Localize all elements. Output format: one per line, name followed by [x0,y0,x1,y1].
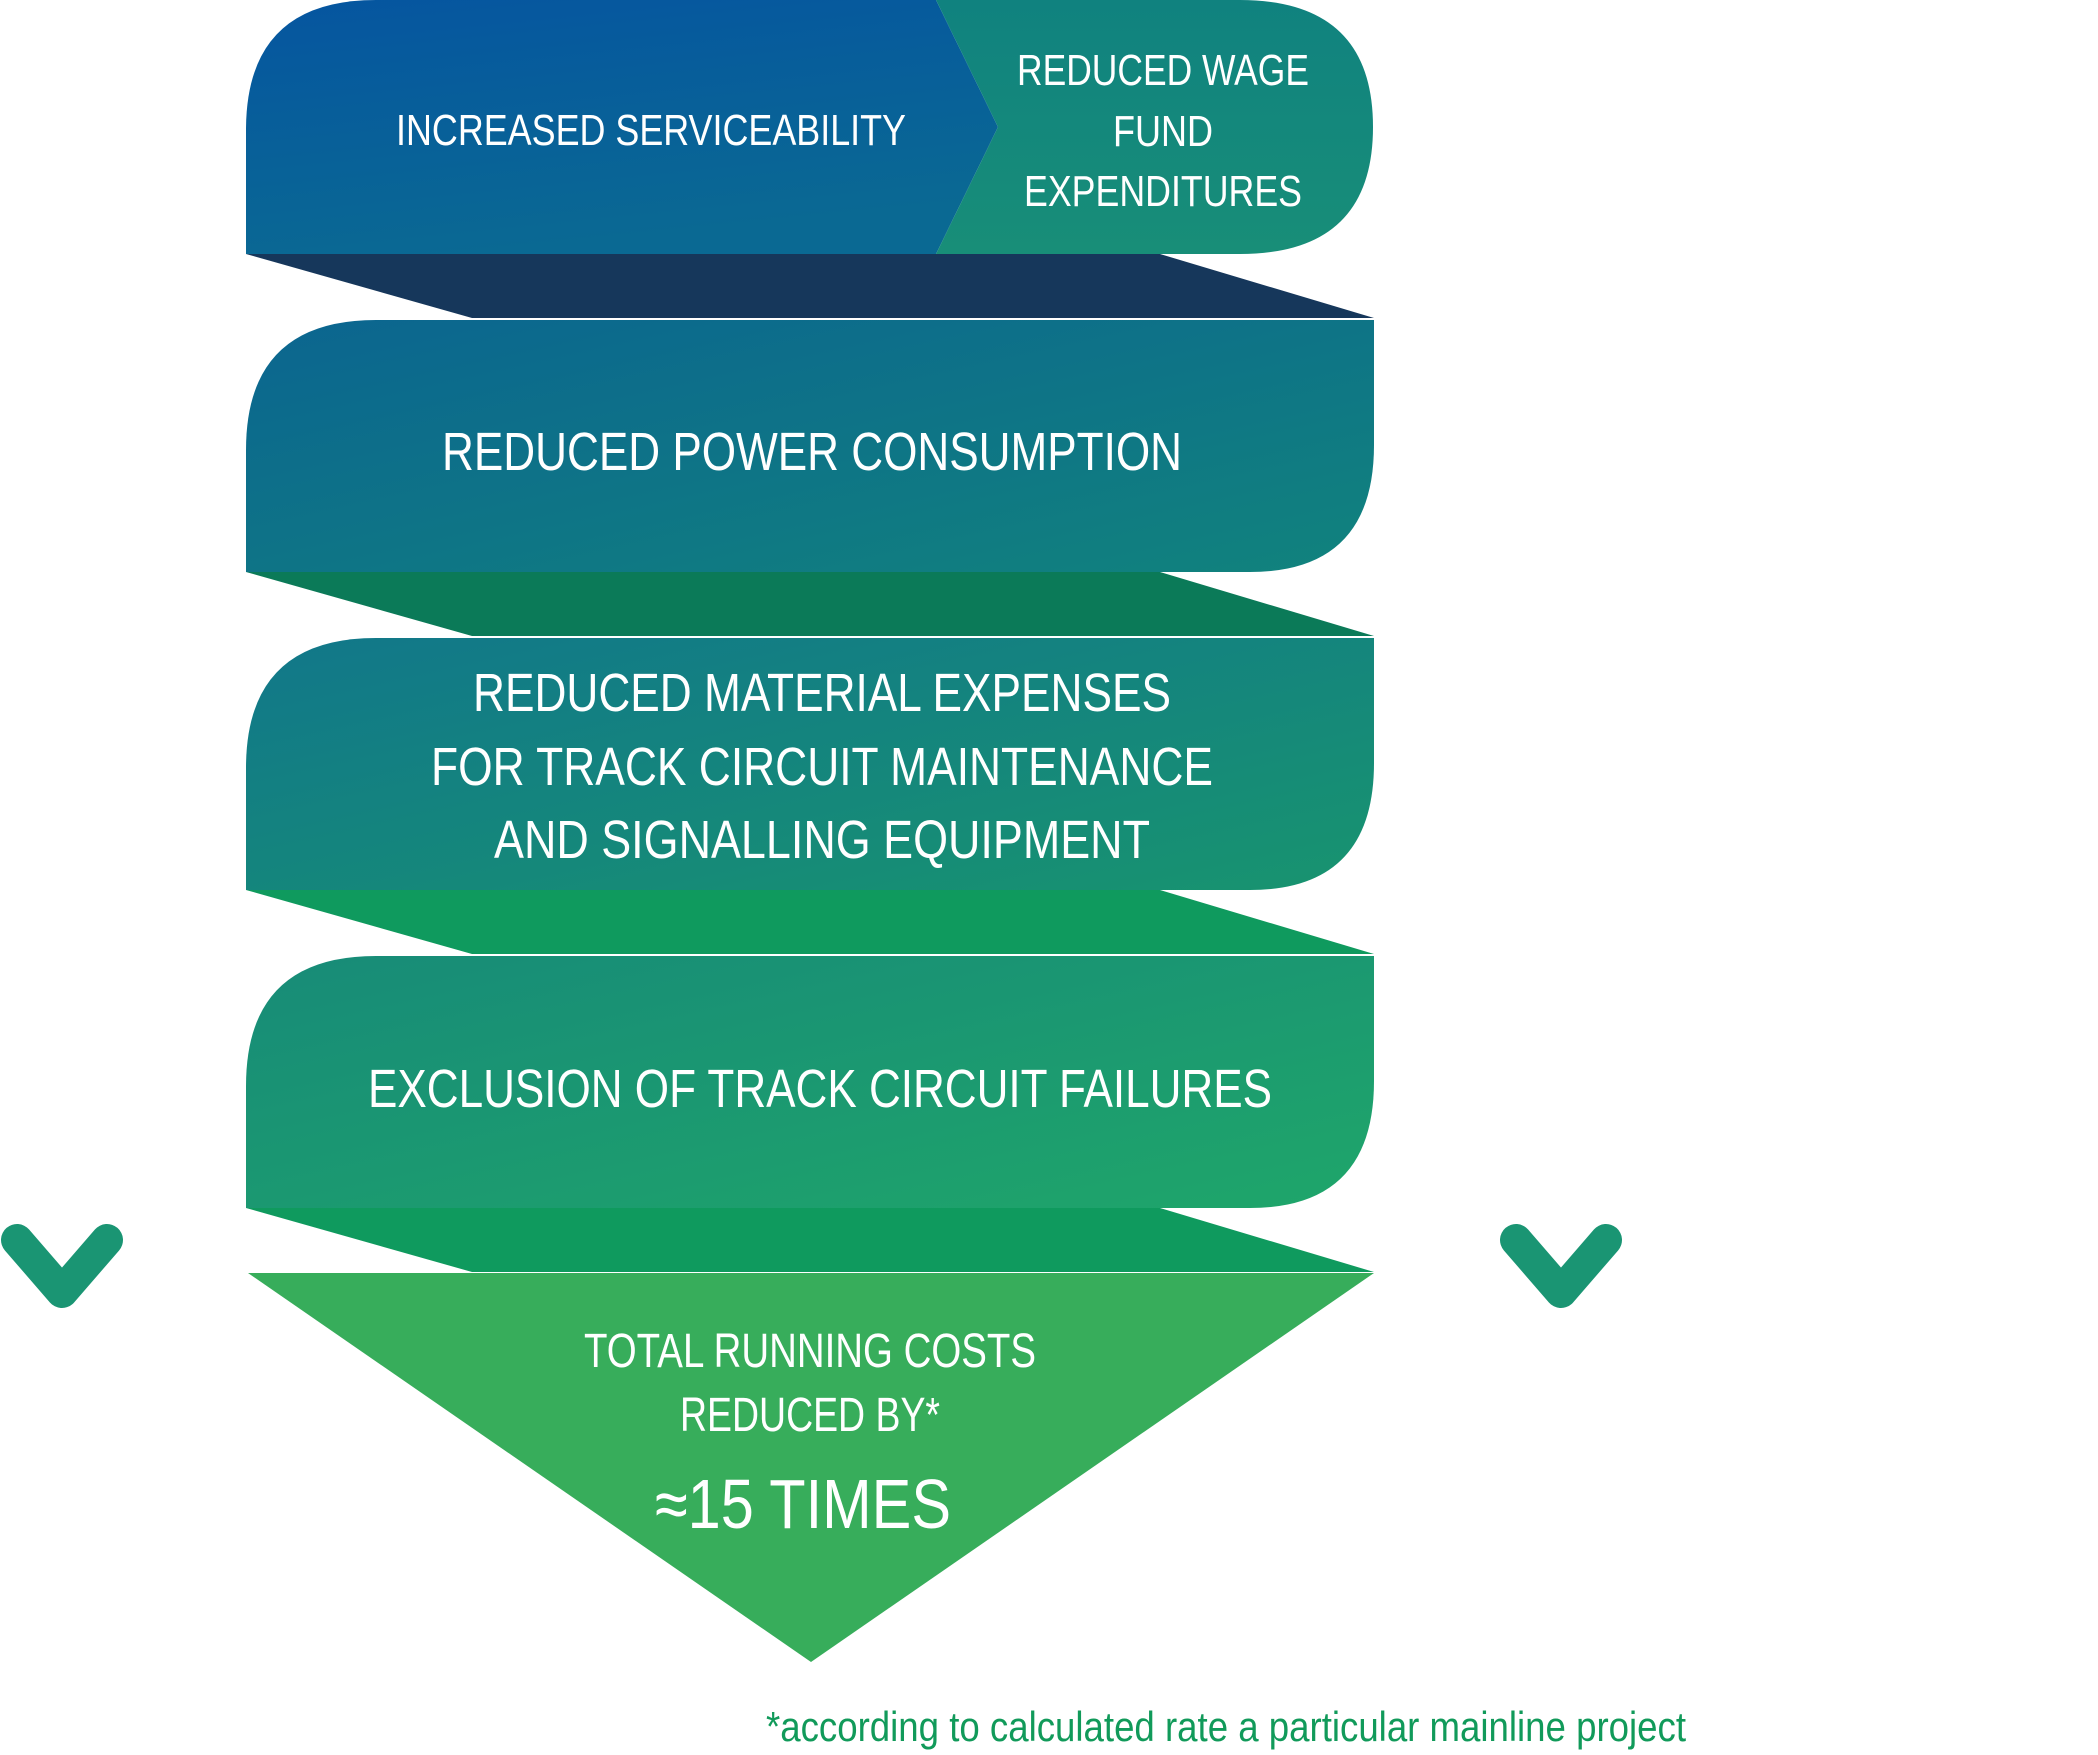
step-1-label: REDUCED POWER CONSUMPTION [442,422,1182,482]
result-value: ≈15 TIMES [655,1465,951,1543]
connector-band-1 [246,254,1374,318]
step-3-label: EXCLUSION OF TRACK CIRCUIT FAILURES [368,1059,1272,1119]
connector-band-2 [246,572,1374,636]
connector-band-3 [246,890,1374,954]
connector-band-4 [246,1208,1374,1272]
top-left-segment [246,0,998,254]
result-label-line-1: TOTAL RUNNING COSTS [584,1325,1036,1378]
step-pill-2 [246,638,1374,890]
result-label-line-2: REDUCED BY* [680,1389,940,1442]
arrow-down-icon [1500,110,1622,1308]
step-2-label-line-1: REDUCED MATERIAL EXPENSES [473,663,1171,723]
footnote: *according to calculated rate a particul… [766,1703,1686,1750]
top-right-label-line-2: FUND [1113,107,1213,156]
step-2-label-line-2: FOR TRACK CIRCUIT MAINTENANCE [431,737,1213,797]
result-triangle [248,1273,1374,1662]
step-pill-3 [246,956,1374,1208]
top-left-label: INCREASED SERVICEABILITY [396,106,906,155]
arrow-down-icon [1,110,123,1308]
step-pill-1 [246,320,1374,572]
top-right-label-line-1: REDUCED WAGE [1017,46,1309,95]
top-right-label-line-3: EXPENDITURES [1024,167,1302,216]
top-right-segment [936,0,1373,254]
step-2-label-line-3: AND SIGNALLING EQUIPMENT [494,810,1150,870]
